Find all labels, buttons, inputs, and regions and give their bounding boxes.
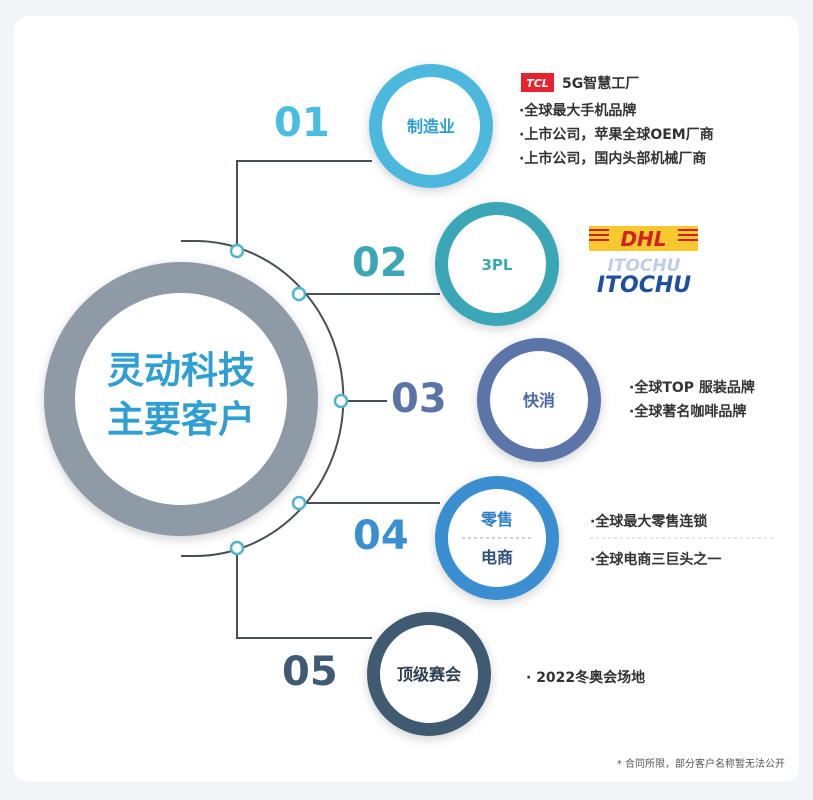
segment-number: 05 — [282, 649, 338, 695]
segment-05: 05 顶级赛会 · 2022冬奥会场地 — [282, 612, 645, 736]
dot-03 — [333, 393, 349, 409]
dot-04 — [291, 495, 307, 511]
tcl-logo-text: TCL — [526, 77, 549, 90]
dhl-logo-text: DHL — [620, 227, 666, 251]
itochu-logo-text: ITOCHU — [597, 273, 691, 298]
segment-01: 01 制造业 TCL 5G智慧工厂 ·全球最大手机品牌 ·上市公司，苹果全球OE… — [274, 64, 714, 188]
segment-node-face — [448, 215, 546, 313]
bullet: · 2022冬奥会场地 — [526, 669, 645, 686]
segment-03: 03 快消 ·全球TOP 服装品牌 ·全球著名咖啡品牌 — [391, 338, 755, 462]
itochu-logo-shadow: ITOCHU — [608, 256, 681, 276]
segment-node-face — [382, 77, 480, 175]
bullet: ·全球最大手机品牌 — [519, 102, 636, 119]
bullet: ·上市公司，苹果全球OEM厂商 — [519, 126, 714, 143]
bullet: ·全球电商三巨头之一 — [590, 551, 721, 568]
hub-face — [75, 293, 287, 505]
hub: 灵动科技 主要客户 — [44, 262, 318, 536]
segment-label-top: 零售 — [480, 510, 513, 529]
leader-05 — [236, 548, 372, 639]
segment-node-face — [490, 351, 588, 449]
hub-title-line1: 灵动科技 — [107, 349, 255, 392]
dhl-logo-icon: DHL — [589, 226, 698, 251]
segment-number: 03 — [391, 376, 447, 422]
bullet: ·全球TOP 服装品牌 — [629, 379, 755, 396]
segment-node-face — [380, 625, 478, 723]
segment-label: 制造业 — [407, 117, 455, 136]
dot-01 — [229, 243, 245, 259]
tcl-logo-icon — [521, 73, 554, 92]
segment-label: 快消 — [523, 391, 555, 410]
hub-title-line2: 主要客户 — [107, 398, 255, 441]
bullet: ·全球最大零售连锁 — [590, 513, 707, 530]
segment-number: 01 — [274, 100, 330, 146]
segment-label: 3PL — [482, 256, 513, 274]
itochu-logo-icon: ITOCHU ITOCHU — [597, 256, 691, 298]
leader-01 — [236, 160, 372, 251]
segment-node-face — [448, 489, 546, 587]
footnote: * 合同所限，部分客户名称暂无法公开 — [617, 757, 785, 770]
segment-number: 04 — [353, 513, 409, 559]
bullet: ·全球著名咖啡品牌 — [629, 403, 746, 420]
dot-02 — [291, 286, 307, 302]
segment-number: 02 — [352, 240, 408, 286]
segment-headline: 5G智慧工厂 — [562, 75, 639, 92]
segment-02: 02 3PL DHL ITOCHU ITOCHU — [352, 202, 698, 326]
segment-label-bottom: 电商 — [481, 548, 513, 567]
segment-04: 04 零售 电商 ·全球最大零售连锁 ·全球电商三巨头之一 — [353, 476, 775, 600]
dot-05 — [229, 540, 245, 556]
bullet: ·上市公司，国内头部机械厂商 — [519, 150, 706, 167]
segment-label: 顶级赛会 — [397, 665, 461, 684]
connector-dots — [229, 243, 349, 556]
